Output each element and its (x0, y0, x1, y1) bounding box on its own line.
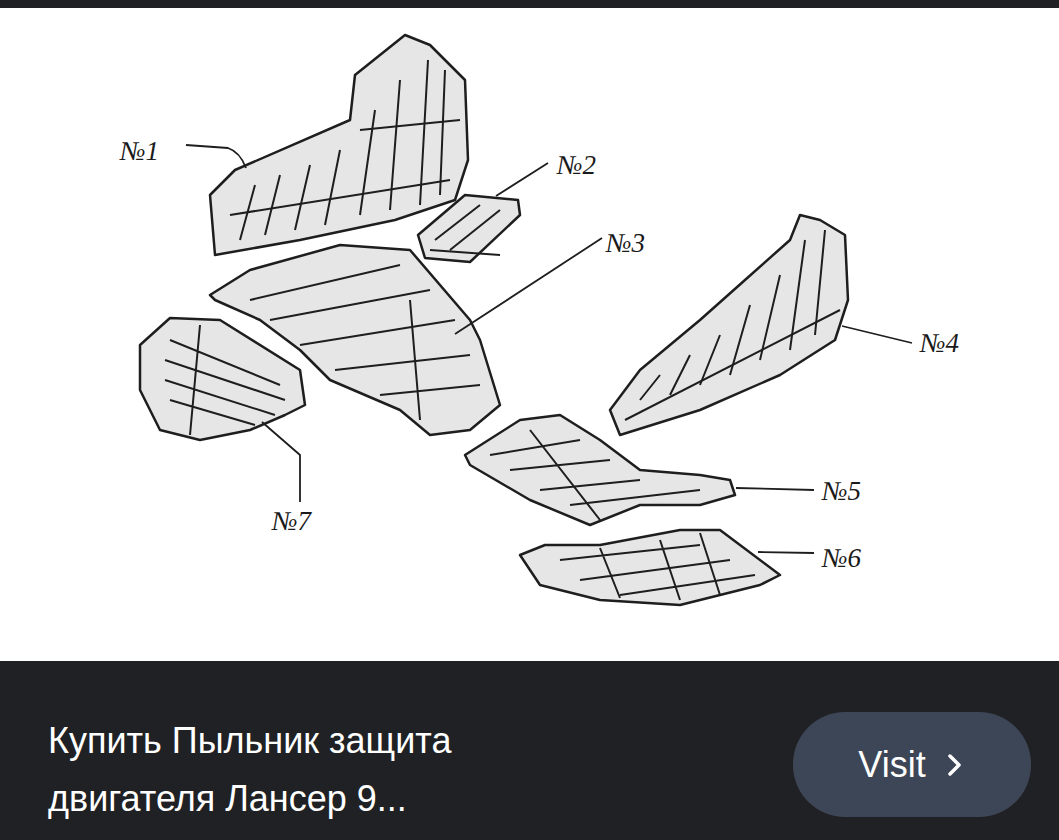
top-bar (0, 0, 1059, 8)
callout-number: №2 (557, 152, 596, 179)
chevron-icon (944, 750, 966, 780)
parts-illustration (0, 0, 1059, 661)
visit-button: Visit (793, 712, 1031, 817)
callout-number: №1 (120, 138, 159, 165)
button-label: Visit (858, 747, 925, 783)
callout-number: №4 (920, 330, 959, 357)
callout-number: №5 (822, 478, 861, 505)
leader-lines (186, 145, 912, 553)
callout-number: №6 (822, 545, 861, 572)
caption-text: Купить Пыльник защита двигателя Лансер 9… (48, 712, 608, 828)
callout-number: №7 (272, 508, 311, 535)
callout-number: №3 (606, 230, 645, 257)
